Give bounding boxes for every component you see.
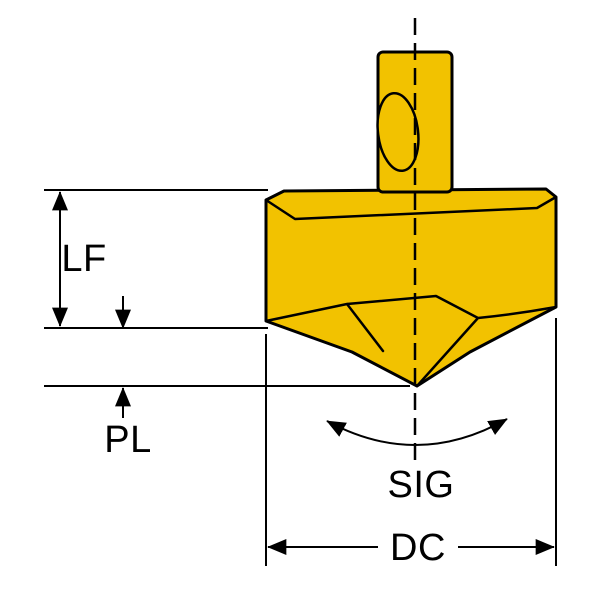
dc-label: DC (390, 527, 446, 569)
drill-facet-lines (264, 294, 558, 388)
drill-top-bevel-line (264, 195, 558, 221)
lf-label: LF (61, 238, 106, 280)
dimension-lines (44, 189, 557, 566)
pl-label: PL (104, 419, 151, 461)
sig-label: SIG (388, 464, 455, 506)
shank-flute-window (376, 91, 420, 173)
drill-insert (264, 50, 558, 388)
dimension-labels: LF PL SIG DC (61, 238, 454, 569)
sig-angle-arc (326, 418, 508, 446)
